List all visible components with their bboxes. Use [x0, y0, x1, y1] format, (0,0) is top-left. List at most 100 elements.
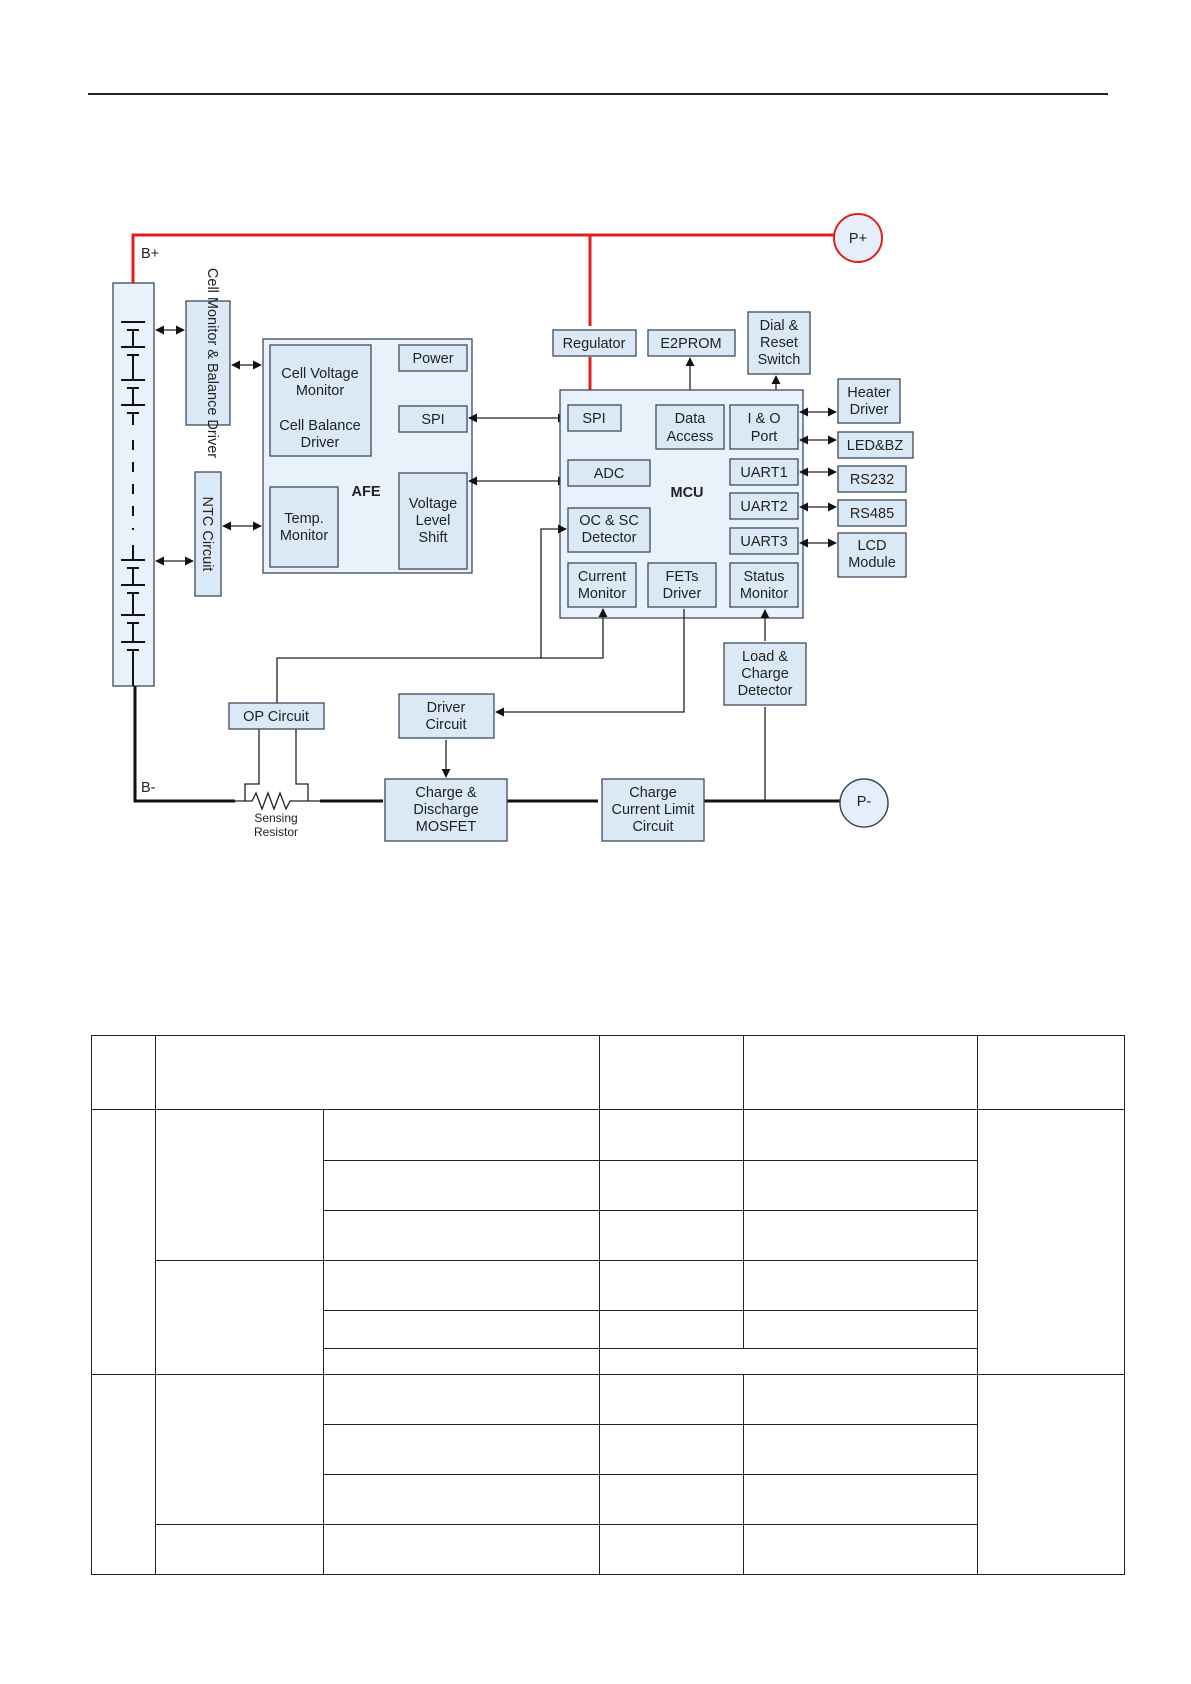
- table-cell: [599, 1424, 744, 1475]
- table-cell: [91, 1035, 156, 1110]
- cell-balance-label-2: Driver: [301, 435, 340, 451]
- dial-label-3: Switch: [758, 352, 801, 368]
- afe-spi-label: SPI: [421, 412, 444, 428]
- status-label-2: Monitor: [740, 586, 789, 602]
- ntc-label: NTC Circuit: [199, 497, 215, 572]
- ntc-circuit-block: [194, 471, 222, 597]
- io-port-label-2: Port: [751, 429, 778, 445]
- table-cell: [743, 1424, 978, 1475]
- table-row: [92, 1260, 1125, 1375]
- uart2-block: [729, 492, 799, 520]
- driver-circuit-label-1: Driver: [427, 700, 466, 716]
- data-access-block: [655, 404, 725, 450]
- op-circuit-block: [228, 702, 325, 730]
- table-cell: [599, 1035, 744, 1110]
- charge-limit-label-1: Charge: [629, 785, 677, 801]
- driver-circuit-block: [398, 693, 495, 739]
- sensing-resistor-icon: [235, 728, 320, 811]
- battery-cells-icon: [121, 321, 145, 686]
- load-charge-label-1: Load &: [742, 649, 788, 665]
- mcu-spi-block: [567, 404, 622, 432]
- ocsc-label-1: OC & SC: [579, 513, 639, 529]
- heater-label-2: Driver: [850, 402, 889, 418]
- uart1-label: UART1: [740, 465, 787, 481]
- table-cell: [977, 1374, 1125, 1575]
- table-row: [92, 1474, 1125, 1525]
- ocsc-label-2: Detector: [582, 530, 637, 546]
- lcd-label-2: Module: [848, 555, 896, 571]
- temp-label-1: Temp.: [284, 511, 324, 527]
- data-access-label-2: Access: [667, 429, 714, 445]
- table-cell: [599, 1160, 744, 1211]
- regulator-block: [552, 329, 637, 357]
- current-monitor-label-2: Monitor: [578, 586, 627, 602]
- table-row: [92, 1310, 1125, 1349]
- dial-label-1: Dial &: [760, 318, 799, 334]
- heater-driver-block: [837, 378, 901, 424]
- charge-discharge-mosfet-block: [384, 778, 508, 842]
- temp-label-2: Monitor: [280, 528, 329, 544]
- table-row: [91, 1374, 1125, 1575]
- table-cell: [599, 1310, 744, 1349]
- table-cell: [743, 1474, 978, 1525]
- table-header-row: [91, 1035, 1125, 1110]
- vls-label-2: Level: [416, 513, 451, 529]
- p-minus-label: P-: [857, 794, 872, 810]
- table-cell: [155, 1374, 324, 1525]
- p-plus-terminal: [833, 213, 883, 263]
- heater-label-1: Heater: [847, 385, 891, 401]
- fets-driver-block: [647, 562, 717, 608]
- cell-voltage-balance-block: [269, 344, 372, 457]
- table-cell: [323, 1310, 600, 1349]
- table-cell: [977, 1035, 1125, 1110]
- temp-monitor-block: [269, 486, 339, 568]
- table-cell: [155, 1035, 600, 1110]
- table-cell: [323, 1348, 600, 1375]
- b-plus-label: B+: [141, 246, 159, 262]
- table-cell: [155, 1109, 324, 1261]
- table-cell: [323, 1474, 600, 1525]
- driver-circuit-label-2: Circuit: [425, 717, 466, 733]
- sensing-resistor-label-1: Sensing: [254, 811, 297, 825]
- mcu-spi-label: SPI: [582, 411, 605, 427]
- adc-block: [567, 459, 651, 487]
- table-cell: [599, 1348, 978, 1375]
- positive-rail: [131, 233, 838, 390]
- table-cell: [599, 1474, 744, 1525]
- rs232-label: RS232: [850, 472, 894, 488]
- cell-monitor-label: Cell Monitor & Balance Driver: [204, 268, 220, 458]
- mcu-title: MCU: [670, 485, 703, 501]
- fets-label-2: Driver: [663, 586, 702, 602]
- table-cell: [323, 1524, 600, 1575]
- cell-monitor-balance-driver-block: [185, 300, 231, 426]
- led-bz-block: [837, 431, 914, 459]
- afe-power-label: Power: [412, 351, 453, 367]
- p-minus-terminal: [839, 778, 889, 828]
- lcd-module-block: [837, 532, 907, 578]
- current-monitor-block: [567, 562, 637, 608]
- load-charge-label-2: Charge: [741, 666, 789, 682]
- table-cell: [743, 1035, 978, 1110]
- table-cell: [743, 1524, 978, 1575]
- data-access-label-1: Data: [675, 411, 707, 427]
- b-minus-label: B-: [141, 780, 156, 796]
- e2prom-label: E2PROM: [660, 336, 721, 352]
- table-cell: [599, 1210, 744, 1261]
- table-cell: [743, 1260, 978, 1311]
- afe-power-block: [398, 344, 468, 372]
- table-row: [92, 1524, 1125, 1575]
- table-cell: [323, 1210, 600, 1261]
- table-cell: [155, 1524, 324, 1575]
- current-monitor-label-1: Current: [578, 569, 626, 585]
- table-row: [92, 1424, 1125, 1475]
- mosfet-label-3: MOSFET: [416, 819, 477, 835]
- io-port-block: [729, 404, 799, 450]
- table-cell: [743, 1160, 978, 1211]
- dial-label-2: Reset: [760, 335, 798, 351]
- cell-voltage-label-2: Monitor: [296, 383, 345, 399]
- cell-voltage-label-1: Cell Voltage: [281, 366, 358, 382]
- lcd-label-1: LCD: [857, 538, 886, 554]
- mosfet-label-2: Discharge: [413, 802, 478, 818]
- oc-sc-detector-block: [567, 507, 651, 553]
- dial-reset-switch-block: [747, 311, 811, 375]
